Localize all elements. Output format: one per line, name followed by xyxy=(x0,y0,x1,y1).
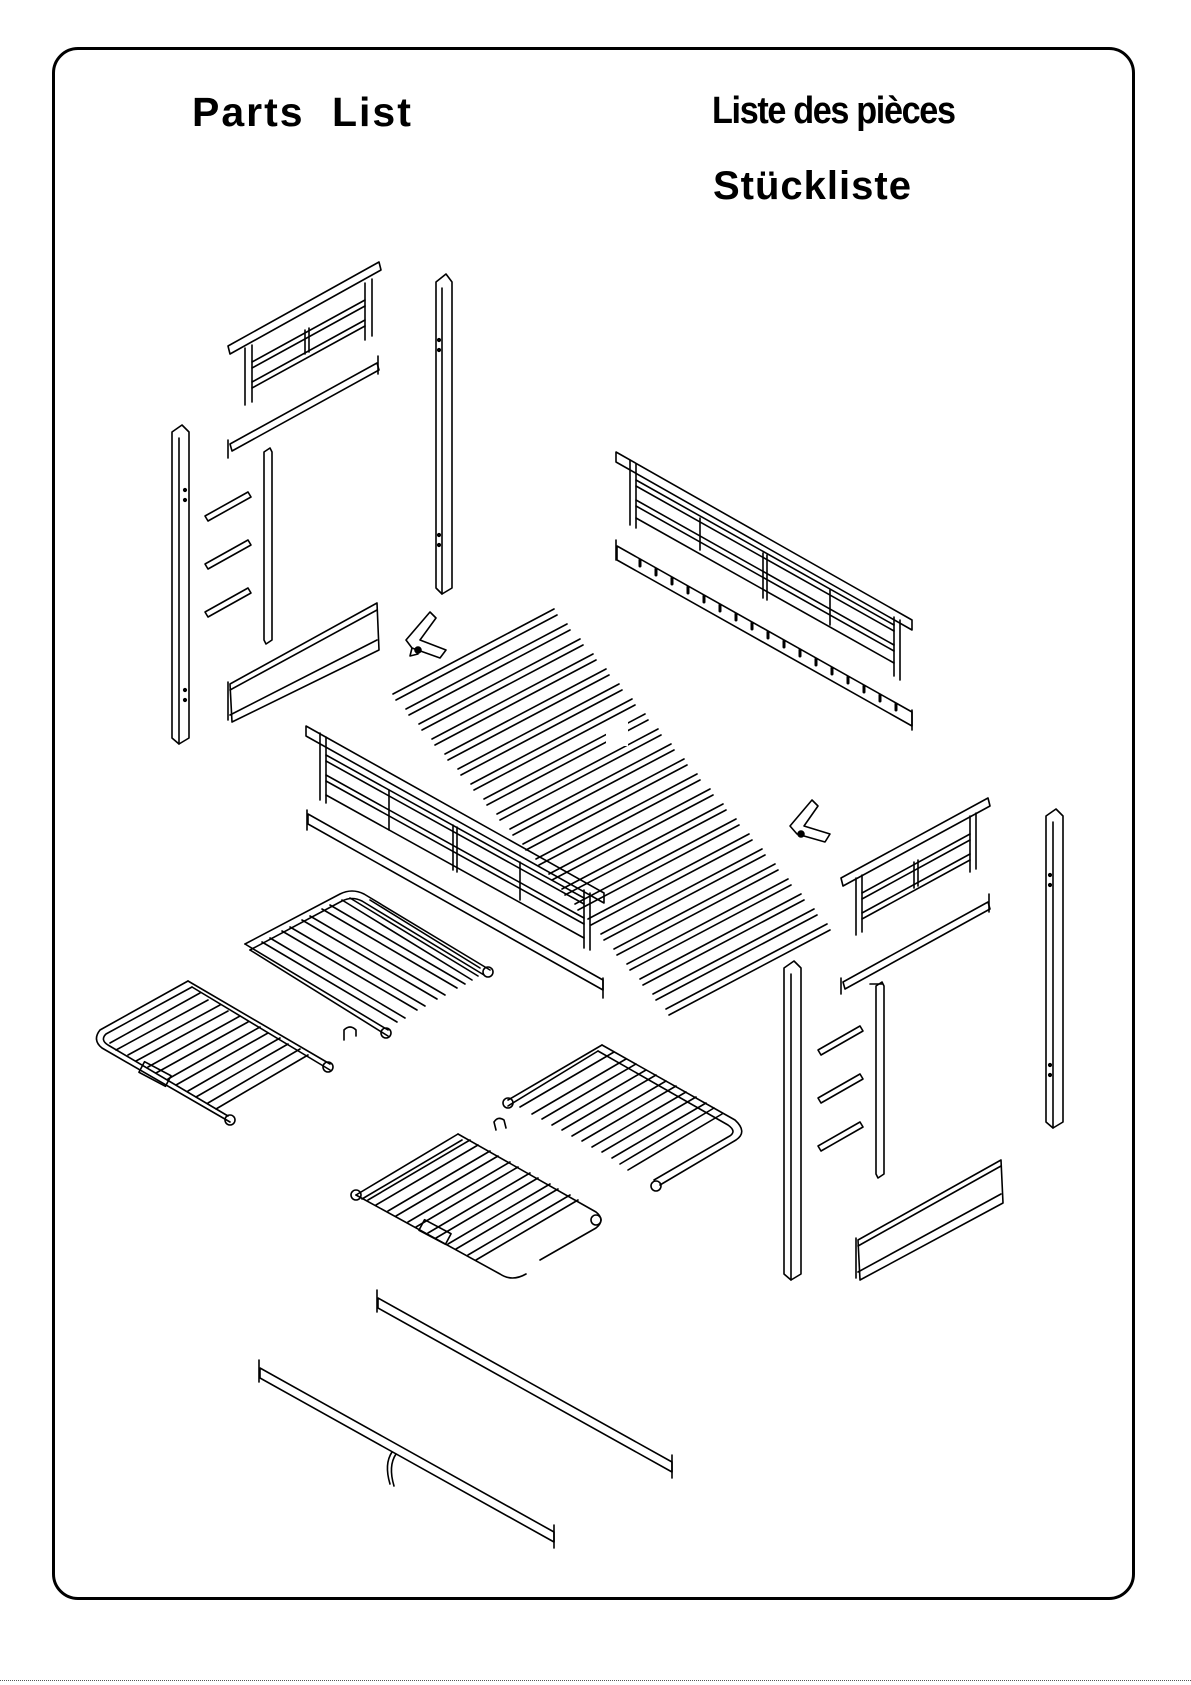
long-side-rail-slotted xyxy=(616,540,912,730)
support-bracket-a xyxy=(406,612,446,658)
futon-frame-section-3 xyxy=(503,1045,742,1191)
support-bracket-b xyxy=(790,800,830,842)
futon-frame-section-2 xyxy=(96,981,333,1125)
right-ladder-rungs xyxy=(818,1026,863,1151)
futon-frame-section-1 xyxy=(245,891,493,1038)
long-cross-bar-1 xyxy=(377,1290,672,1478)
right-ladder-post xyxy=(784,961,801,1280)
ladder-post-left xyxy=(172,425,189,744)
bottom-dotted-rule xyxy=(0,1680,1191,1681)
futon-frame-section-4 xyxy=(351,1134,601,1278)
upper-headboard-panel xyxy=(228,262,381,405)
long-guard-rail-right xyxy=(616,452,912,680)
right-headboard-panel xyxy=(841,798,990,935)
right-headboard-rail xyxy=(841,894,990,994)
tall-post-a xyxy=(436,274,452,594)
right-ladder-rail xyxy=(870,982,884,1178)
small-hook-b xyxy=(494,1118,506,1130)
lower-headboard-rail-left xyxy=(228,603,379,722)
upper-headboard-rail xyxy=(228,356,379,458)
ladder-rungs-left xyxy=(205,492,251,617)
long-cross-bar-2 xyxy=(259,1360,554,1548)
small-hook-a xyxy=(344,1027,356,1040)
right-tall-post xyxy=(1046,809,1063,1128)
ladder-rail-left xyxy=(264,448,272,644)
